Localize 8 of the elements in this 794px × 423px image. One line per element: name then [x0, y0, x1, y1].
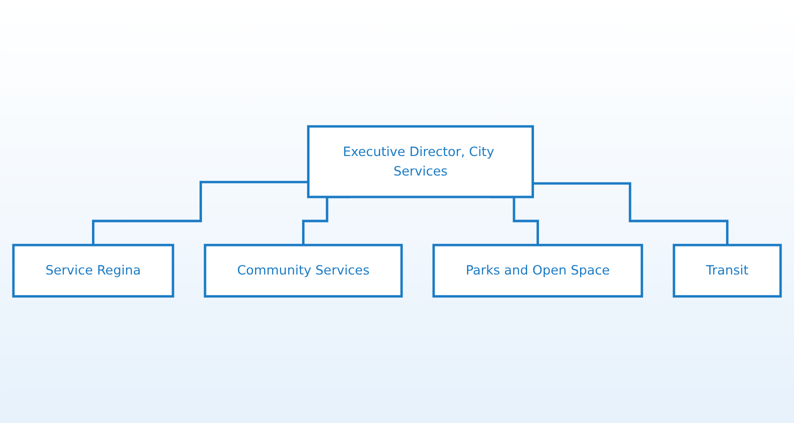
connector: [92, 180, 308, 246]
connector: [532, 182, 728, 246]
node-box: [12, 244, 174, 298]
org-chart: Executive Director, City Services Service Regina Community Services Parks and Open Space Transit: [7, 120, 787, 303]
node-box: [204, 244, 403, 298]
node-box: [432, 244, 644, 298]
node-box: [672, 244, 782, 298]
node-box: [307, 125, 534, 198]
